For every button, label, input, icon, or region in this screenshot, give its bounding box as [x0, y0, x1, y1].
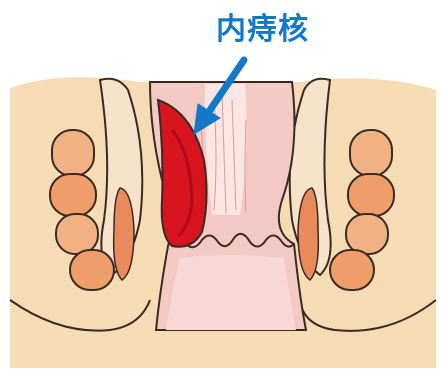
lower-canal	[166, 255, 296, 330]
